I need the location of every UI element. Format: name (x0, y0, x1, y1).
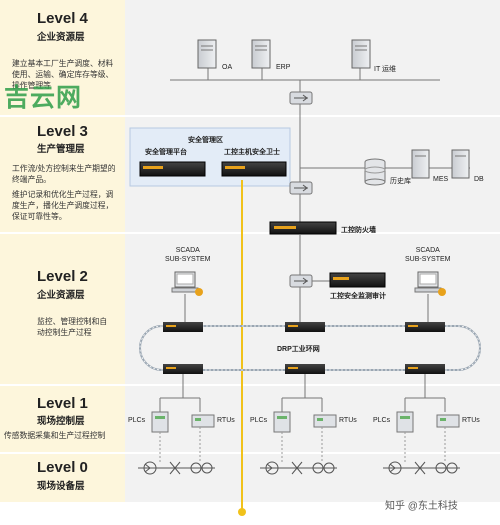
level0-panel: Level 0 现场设备层 (0, 454, 125, 502)
router-icon (289, 181, 313, 195)
level3-desc2: 维护记录和优化生产过程，调度生产，播化生产调度过程，保证可靠性等。 (12, 190, 114, 221)
plc-icon (151, 411, 169, 433)
footer-watermark: 知乎 @东土科技 (385, 501, 458, 512)
ring-label: DRP工业环网 (277, 346, 320, 353)
level3-panel: Level 3 生产管理层 工作流/处方控制来生产期望的终端产品。 维护记录和优… (0, 117, 125, 232)
ring-switch (405, 322, 445, 332)
audit-label: 工控安全监测审计 (330, 293, 386, 300)
plc-label: PLCs (373, 417, 391, 424)
host-guard-label: 工控主机安全卫士 (224, 149, 280, 156)
plc-icon (396, 411, 414, 433)
scada-left-label: SCADA SUB-SYSTEM (165, 247, 211, 263)
host-guard-device (221, 161, 287, 177)
level1-links (159, 374, 446, 412)
security-zone-title: 安全管理区 (188, 137, 223, 144)
level4-title: Level 4 (37, 10, 88, 27)
rtu-label: RTUs (217, 417, 235, 424)
level3-subtitle: 生产管理层 (37, 144, 85, 155)
plc-icon (273, 411, 291, 433)
security-platform-label: 安全管理平台 (145, 149, 187, 156)
workstation-icon (414, 271, 446, 296)
server-label-db: DB (474, 176, 484, 183)
security-platform-device (139, 161, 206, 177)
level1-panel: Level 1 现场控制层 传感数据采集和生产过程控制 (0, 386, 125, 452)
level2-title: Level 2 (37, 268, 88, 285)
server-icon (351, 39, 371, 69)
watermark-logo: 吉云网 (4, 84, 83, 112)
server-label-it: IT 运维 (374, 66, 397, 73)
plc-label: PLCs (250, 417, 268, 424)
ring-switch (285, 364, 325, 374)
backbone-end (238, 508, 246, 516)
ring-switch (163, 364, 203, 374)
router-icon (289, 91, 313, 105)
level3-desc: 工作流/处方控制来生产期望的终端产品。 (12, 164, 116, 184)
server-icon (251, 39, 271, 69)
level4-panel: Level 4 企业资源层 建立基本工厂生产调度、材料使用、运输、确定库存等级、… (0, 0, 125, 115)
firewall-label: 工控防火墙 (341, 227, 376, 234)
server-label-history: 历史库 (390, 178, 411, 185)
level4-desc: 建立基本工厂生产调度、材料使用、运输、确定库存等级、操作管理等 (12, 59, 114, 90)
database-icon (364, 158, 386, 186)
level0-title: Level 0 (37, 459, 88, 476)
ring-switch (405, 364, 445, 374)
ring-switch (285, 322, 325, 332)
ring-switch (163, 322, 203, 332)
server-icon (197, 39, 217, 69)
server-icon (411, 149, 430, 179)
rtu-label: RTUs (462, 417, 480, 424)
plc-label: PLCs (128, 417, 146, 424)
level4-network (170, 65, 440, 95)
server-label-mes: MES (433, 176, 449, 183)
field-devices (138, 461, 460, 475)
workstation-icon (171, 271, 203, 296)
level4-subtitle: 企业资源层 (37, 32, 85, 43)
level1-desc: 传感数据采集和生产过程控制 (4, 431, 106, 440)
rtu-icon (191, 414, 215, 428)
audit-device (329, 272, 386, 288)
server-label-erp: ERP (276, 64, 291, 71)
firewall-device (269, 221, 337, 235)
router-icon (289, 274, 313, 288)
rtu-icon (313, 414, 337, 428)
server-icon (451, 149, 470, 179)
level3-title: Level 3 (37, 123, 88, 140)
level1-subtitle: 现场控制层 (37, 416, 85, 427)
level2-desc: 监控、管理控制和自动控制生产过程 (37, 317, 108, 337)
rtu-icon (436, 414, 460, 428)
level1-title: Level 1 (37, 395, 88, 412)
level2-panel: Level 2 企业资源层 监控、管理控制和自动控制生产过程 (0, 234, 125, 384)
rtu-label: RTUs (339, 417, 357, 424)
server-label-oa: OA (222, 64, 233, 71)
level2-subtitle: 企业资源层 (37, 290, 85, 301)
scada-right-label: SCADA SUB-SYSTEM (405, 247, 451, 263)
level0-links (159, 427, 446, 462)
level0-subtitle: 现场设备层 (37, 481, 85, 492)
